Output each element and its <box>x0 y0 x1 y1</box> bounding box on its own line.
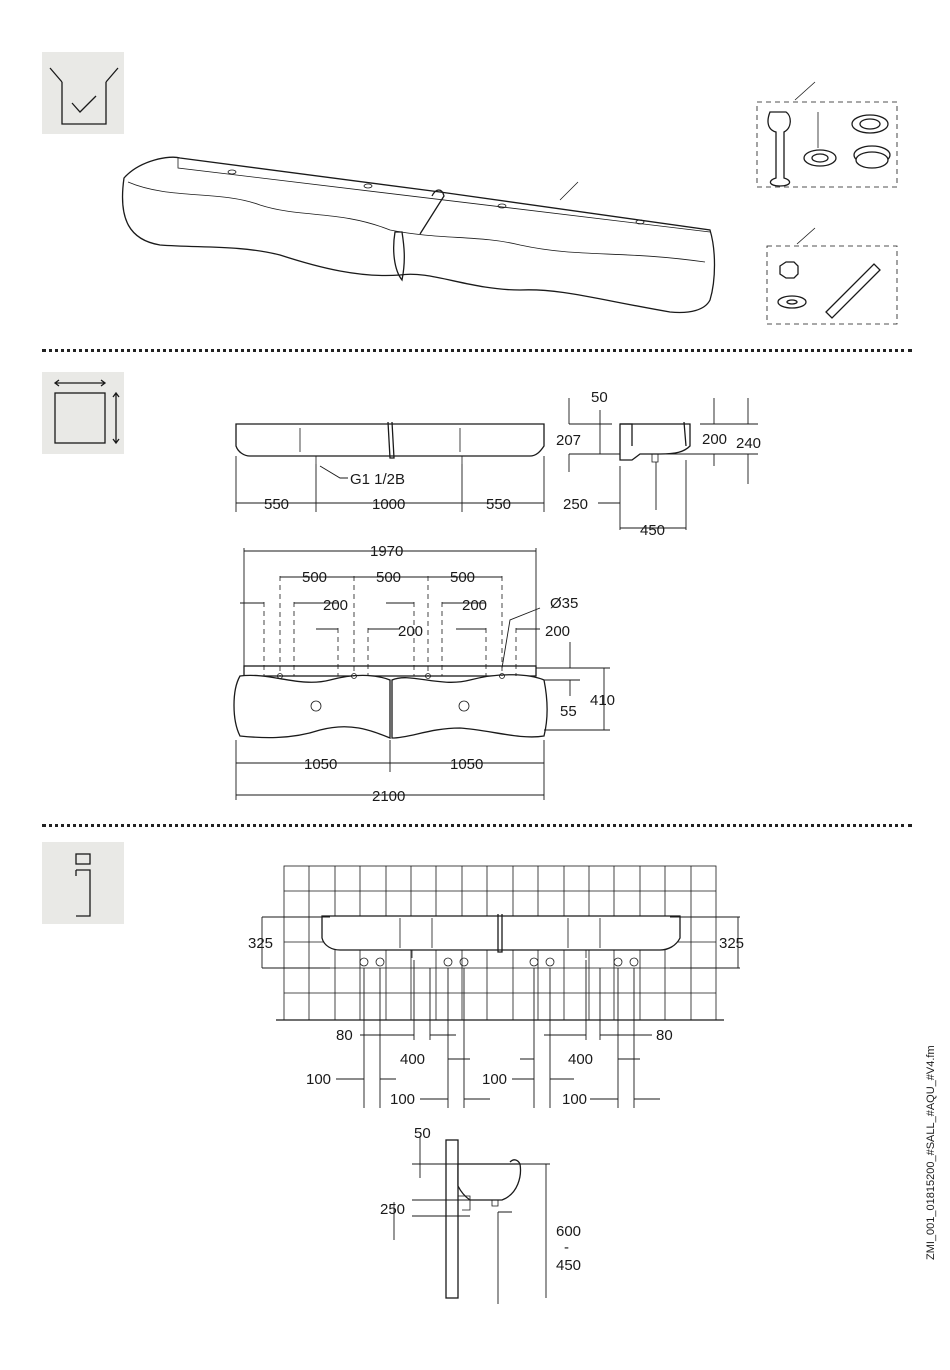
dim-550-right: 550 <box>486 496 511 513</box>
dim-100-a: 100 <box>306 1071 331 1088</box>
scope-of-delivery-icon <box>50 68 118 124</box>
dim-325-right: 325 <box>719 935 744 952</box>
dim-500-1: 500 <box>302 569 327 586</box>
installation-info-icon <box>76 854 90 916</box>
side-dim-250: 250 <box>380 1201 405 1218</box>
hole-diameter: Ø35 <box>550 595 578 612</box>
dim-200-c: 200 <box>398 623 423 640</box>
thread-label: G1 1/2B <box>350 471 405 488</box>
dim-400-left: 400 <box>400 1051 425 1068</box>
dim-550-left: 550 <box>264 496 289 513</box>
dim-80-left: 80 <box>336 1027 353 1044</box>
dim-100-c: 100 <box>390 1091 415 1108</box>
dim-450: 450 <box>640 522 665 539</box>
dim-200-a: 200 <box>323 597 348 614</box>
dim-1050-left: 1050 <box>304 756 337 773</box>
mounting-accessories <box>767 228 897 324</box>
dim-2100: 2100 <box>372 788 405 805</box>
dim-1000: 1000 <box>372 496 405 513</box>
dim-200: 200 <box>702 431 727 448</box>
dim-100-b: 100 <box>482 1071 507 1088</box>
dim-410: 410 <box>590 692 615 709</box>
dim-1050-right: 1050 <box>450 756 483 773</box>
side-elevation <box>569 398 758 530</box>
dim-500-2: 500 <box>376 569 401 586</box>
dim-80-right: 80 <box>656 1027 673 1044</box>
plan-view <box>234 548 610 800</box>
dim-207: 207 <box>556 432 581 449</box>
side-installation <box>394 1136 550 1304</box>
dim-500-3: 500 <box>450 569 475 586</box>
dim-200-b: 200 <box>462 597 487 614</box>
dim-200-d: 200 <box>545 623 570 640</box>
document-code: ZMI_001_01815200_#SALL_#AQU_#V4.fm <box>925 1060 937 1260</box>
dim-240: 240 <box>736 435 761 452</box>
side-dim-separator: - <box>564 1239 569 1256</box>
dim-1970: 1970 <box>370 543 403 560</box>
side-dim-600: 600 <box>556 1223 581 1240</box>
dim-50: 50 <box>591 389 608 406</box>
side-dim-450: 450 <box>556 1257 581 1274</box>
dim-400-right: 400 <box>568 1051 593 1068</box>
dim-250: 250 <box>563 496 588 513</box>
dim-325-left: 325 <box>248 935 273 952</box>
dim-55: 55 <box>560 703 577 720</box>
dimensions-icon <box>55 380 119 443</box>
trough-perspective <box>123 157 715 312</box>
drain-accessories <box>757 82 897 187</box>
side-dim-50: 50 <box>414 1125 431 1142</box>
dim-100-d: 100 <box>562 1091 587 1108</box>
